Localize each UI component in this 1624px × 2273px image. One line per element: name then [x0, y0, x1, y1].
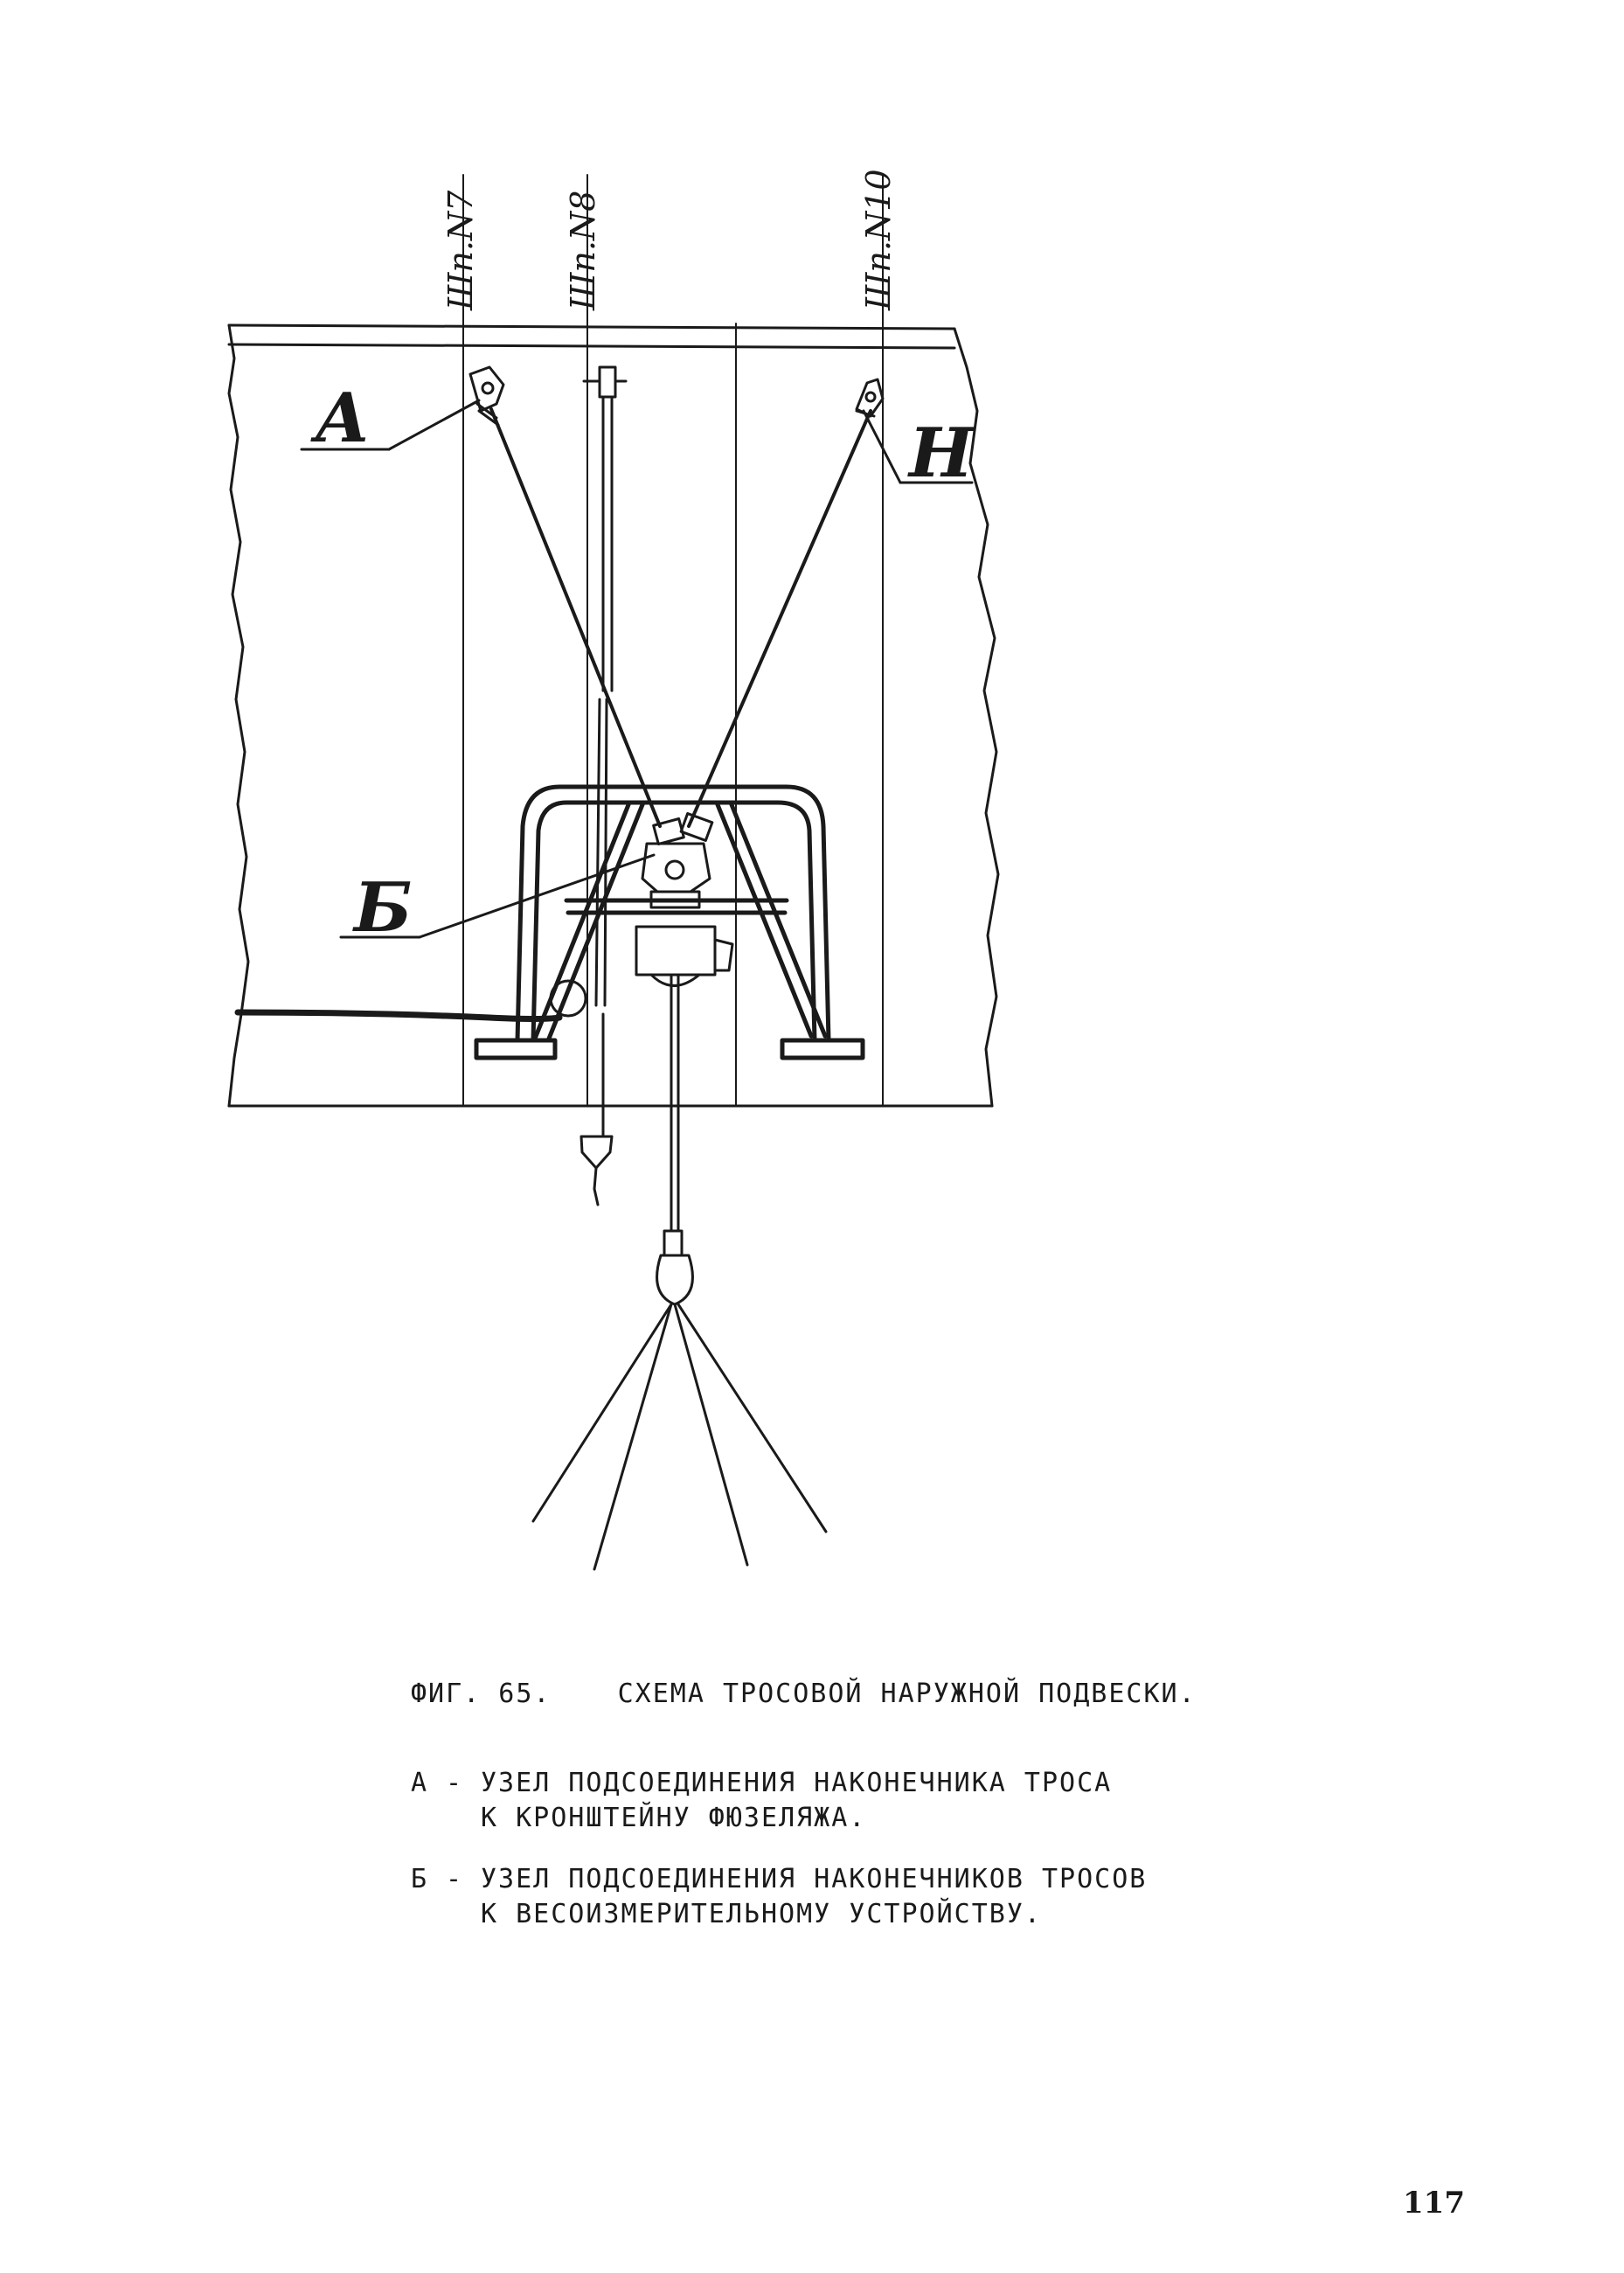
bracket-a-node	[468, 365, 505, 427]
legend-b-line2: К ВЕСОИЗМЕРИТЕЛЬНОМУ УСТРОЙСТВУ.	[481, 1899, 1042, 1929]
frame-lines	[462, 174, 884, 1107]
fuselage-outline	[227, 323, 1000, 1108]
handling-cable	[549, 395, 614, 1206]
legend-key-b: Б	[411, 1864, 429, 1894]
callout-a: А	[310, 379, 371, 458]
frame-label-7: Шп.N7	[441, 190, 480, 311]
frame8-pulley-top	[582, 365, 628, 399]
frame-label-8: Шп.N8	[564, 191, 602, 311]
figure-title: СХЕМА ТРОСОВОЙ НАРУЖНОЙ ПОДВЕСКИ.	[617, 1679, 1197, 1709]
weighing-device	[635, 812, 734, 1233]
callout-leaders	[300, 399, 974, 939]
gantry-frame	[474, 784, 865, 1060]
legend-a-line2: К КРОНШТЕЙНУ ФЮЗЕЛЯЖА.	[481, 1803, 867, 1833]
legend-a-line1: УЗЕЛ ПОДСОЕДИНЕНИЯ НАКОНЕЧНИКА ТРОСА	[481, 1768, 1113, 1798]
figure-caption: ФИГ. 65. СХЕМА ТРОСОВОЙ НАРУЖНОЙ ПОДВЕСК…	[411, 1679, 1197, 1709]
load-sling	[531, 1229, 828, 1571]
page-number: 117	[1403, 2186, 1465, 2221]
frame-label-10: Шп.N10	[859, 169, 898, 311]
legend-key-a: А	[411, 1768, 429, 1798]
floor-line	[234, 1009, 563, 1022]
callout-b: Б	[352, 868, 413, 948]
callout-n: Н	[907, 414, 975, 493]
suspension-cables	[489, 407, 872, 828]
legend-b-line1: УЗЕЛ ПОДСОЕДИНЕНИЯ НАКОНЕЧНИКОВ ТРОСОВ	[481, 1864, 1148, 1894]
legend-item-b: Б-УЗЕЛ ПОДСОЕДИНЕНИЯ НАКОНЕЧНИКОВ ТРОСОВ…	[411, 1864, 1148, 1929]
figure-number: ФИГ. 65.	[411, 1679, 552, 1709]
